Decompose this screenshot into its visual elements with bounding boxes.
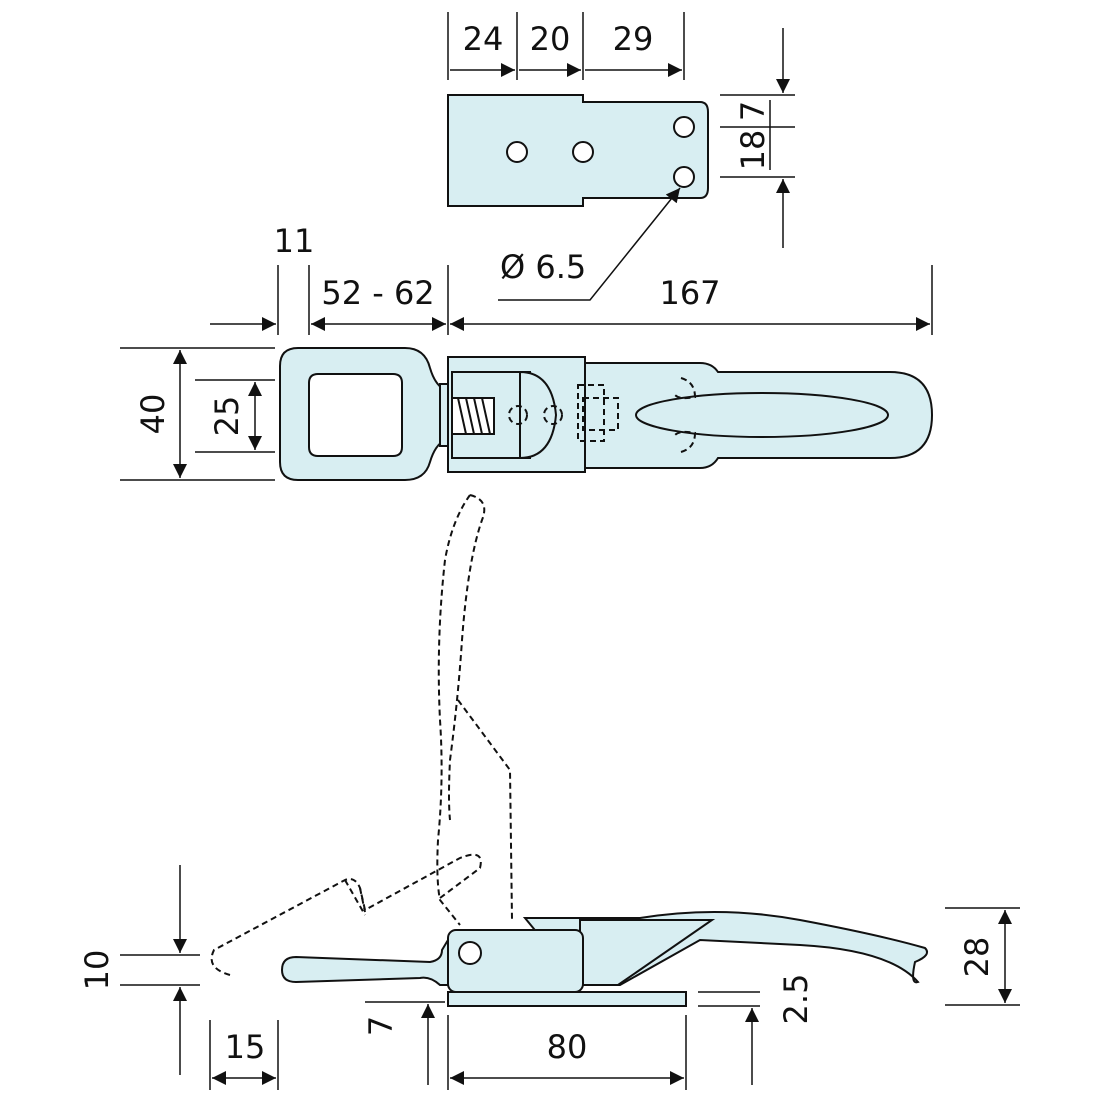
- dim-11: 11: [274, 222, 315, 260]
- dim-2-5: 2.5: [777, 974, 815, 1025]
- dim-strike-20: 20: [530, 20, 571, 58]
- dim-strike-18: 18: [734, 130, 772, 171]
- dim-hole-diameter: Ø 6.5: [500, 248, 586, 286]
- dim-strike-7: 7: [734, 101, 772, 121]
- dim-10: 10: [78, 950, 116, 991]
- latch-top-view: [279, 347, 934, 481]
- side-view-dimension-lines: [120, 865, 1020, 1090]
- dim-strike-24: 24: [463, 20, 504, 58]
- strike-dimension-lines: [447, 12, 795, 301]
- side-view-open-positions: [210, 494, 513, 976]
- dim-40: 40: [134, 394, 172, 435]
- dim-80: 80: [547, 1028, 588, 1066]
- latch-side-view: [280, 910, 928, 1007]
- dim-25: 25: [208, 396, 246, 437]
- latch-hidden-lines: [508, 377, 697, 453]
- dim-strike-29: 29: [613, 20, 654, 58]
- dim-167: 167: [659, 274, 720, 312]
- dim-28: 28: [958, 937, 996, 978]
- top-view-dimension-lines: [120, 265, 933, 481]
- strike-plate: [447, 94, 709, 207]
- dim-52-62: 52 - 62: [321, 274, 434, 312]
- dim-15: 15: [225, 1028, 266, 1066]
- dim-7-side: 7: [362, 1016, 400, 1036]
